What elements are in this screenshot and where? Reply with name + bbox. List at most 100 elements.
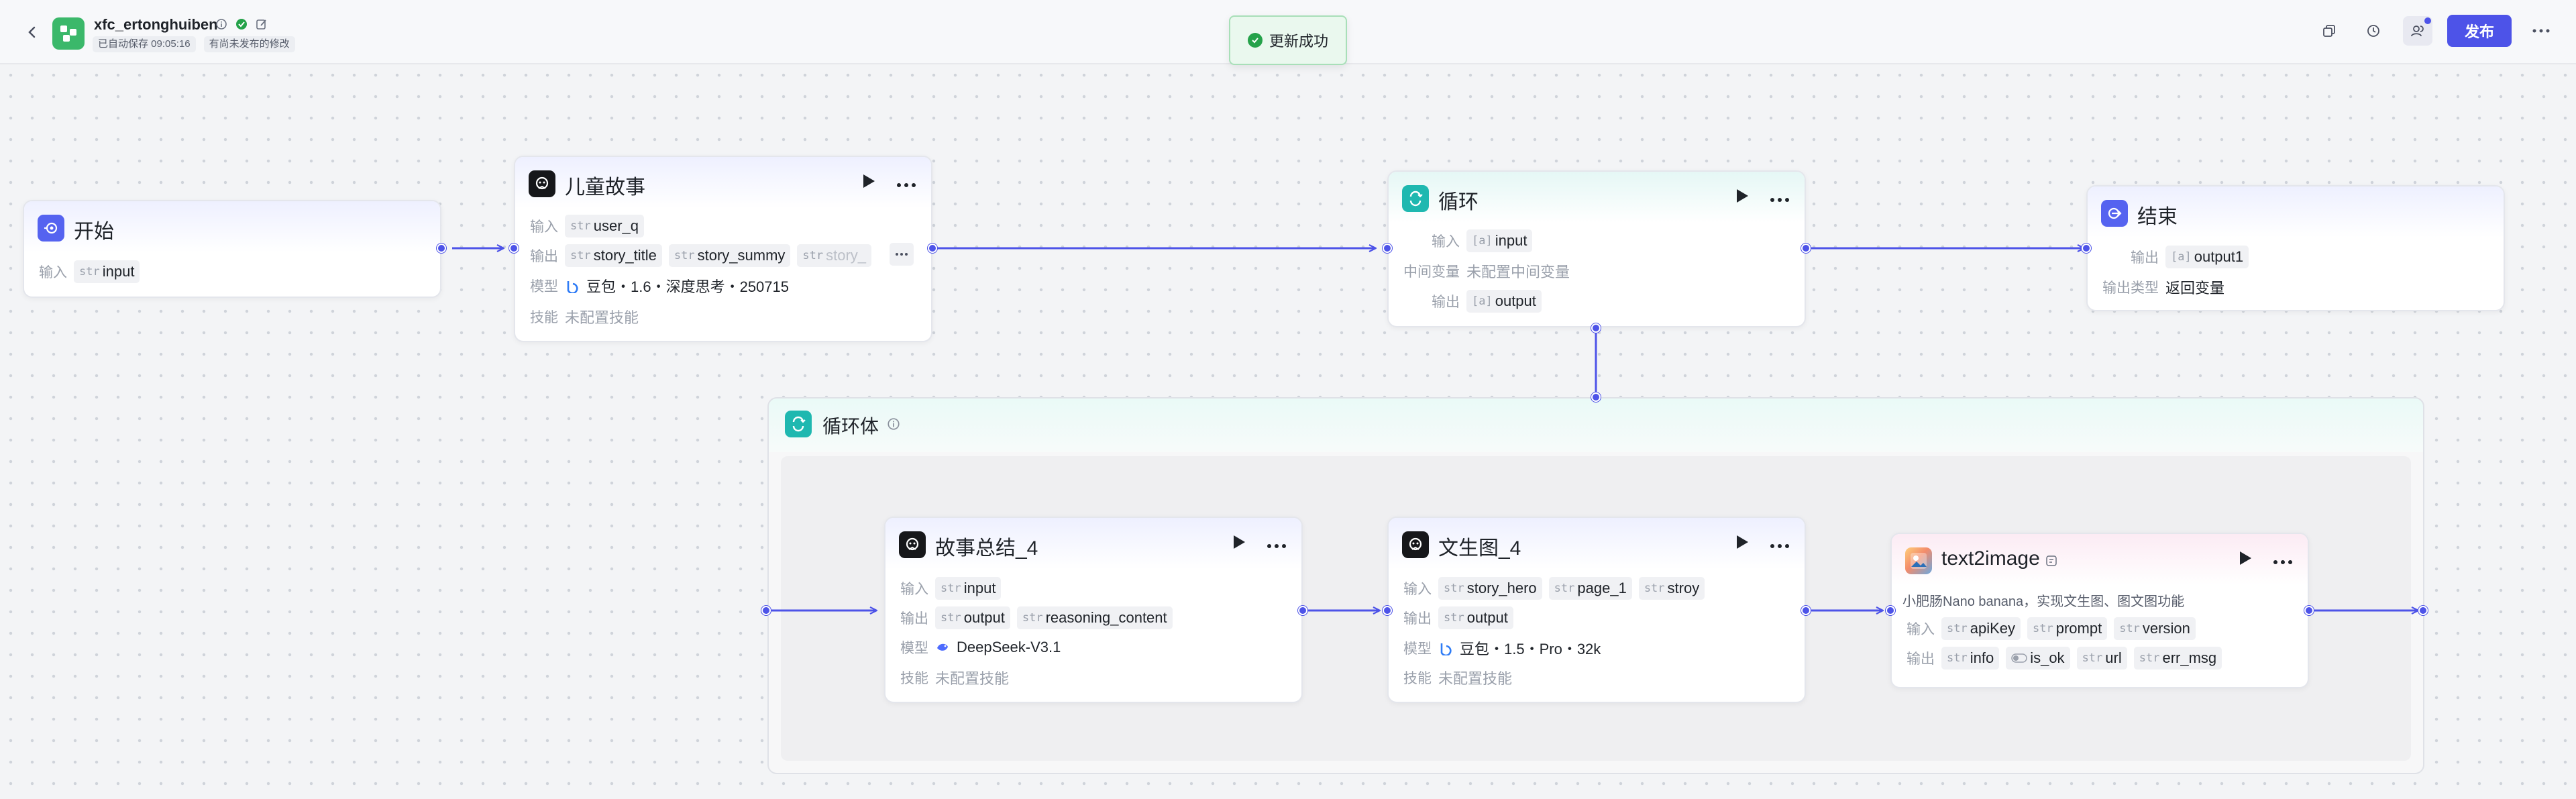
output-type-label: 输出类型 [2102,280,2159,296]
plugin-description: 小肥肠Nano banana，实现文生图、图文图功能 [1902,594,2185,609]
node-title: 文生图_4 [1438,537,1521,560]
model-label: 模型 [530,279,558,295]
array-type-icon: [a] [1472,295,1493,308]
input-handle[interactable] [1383,606,1392,615]
publish-button[interactable]: 发布 [2447,15,2512,47]
node-title: 循环 [1438,191,1479,213]
play-icon[interactable] [1735,534,1750,551]
loop-body-handle[interactable] [1591,392,1601,402]
more-icon[interactable] [1267,540,1287,548]
start-icon [38,215,64,242]
output-label: 输出 [1907,651,1935,667]
play-icon[interactable] [1735,188,1750,205]
output-handle[interactable] [2304,606,2314,615]
input-label: 输入 [1907,622,1935,637]
llm-icon [529,170,555,197]
back-arrow-icon[interactable] [20,20,44,44]
array-type-icon: [a] [2171,250,2192,264]
output-handle[interactable] [1298,606,1307,615]
node-header [1389,518,1805,569]
more-icon[interactable] [1770,540,1790,548]
loop-body-input-handle[interactable] [761,606,771,615]
output-label: 输出 [1432,295,1460,310]
model-name: 豆包・1.5・Pro・32k [1460,641,1601,657]
node-header [2088,187,2504,237]
input-label: 输入 [1432,234,1460,250]
skill-value: 未配置技能 [565,309,639,326]
node-header [515,157,931,208]
more-menu-icon[interactable] [2526,16,2556,46]
llm-icon [1402,531,1429,558]
node-header [1389,172,1805,223]
output-label: 输出 [900,611,928,627]
edit-icon[interactable] [255,17,268,31]
model-label: 模型 [1403,641,1432,657]
more-outputs-icon[interactable] [890,243,914,266]
node-loop[interactable]: 循环 输入 [a]input 中间变量 未配置中间变量 输出 [a]output [1387,170,1806,327]
skill-label: 技能 [1403,671,1432,686]
deepseek-logo-icon [935,640,950,655]
collaborators-icon[interactable] [2402,16,2432,46]
autosave-badge: 已自动保存 09:05:16 [93,36,196,52]
input-handle[interactable] [1383,244,1392,253]
node-title: 结束 [2137,206,2178,228]
plugin-badge-icon [2045,554,2058,571]
top-bar: xfc_ertonghuiben 已自动保存 09:05:16 有尚未发布的修改… [0,0,2576,65]
output-handle[interactable] [1801,606,1811,615]
app-logo-icon [52,17,85,50]
node-end[interactable]: 结束 输出 [a]output1 输出类型 返回变量 [2086,185,2505,311]
more-icon[interactable] [1770,194,1790,202]
play-icon[interactable] [1232,534,1246,551]
unpublished-badge: 有尚未发布的修改 [203,36,295,52]
node-header [1892,534,2308,585]
node-text2image[interactable]: text2image 小肥肠Nano banana，实现文生图、图文图功能 输入… [1890,533,2309,688]
output-label: 输出 [530,249,558,264]
copy-icon[interactable] [2314,16,2344,46]
node-title: text2image [1941,547,2040,570]
plugin-avatar-icon [1905,547,1932,574]
var-label: 中间变量 [1403,264,1460,280]
llm-icon [899,531,926,558]
node-header [24,201,440,252]
input-label: 输入 [530,219,558,235]
play-icon[interactable] [2238,550,2253,568]
model-name: 豆包・1.6・深度思考・250715 [586,278,789,295]
loop-body-output-handle[interactable] [2418,606,2428,615]
output-handle[interactable] [1801,244,1811,253]
input-handle[interactable] [509,244,519,253]
input-label: 输入 [900,582,928,597]
info-icon[interactable] [215,17,228,31]
play-icon[interactable] [861,173,876,191]
info-icon[interactable] [887,417,900,434]
output-handle[interactable] [437,244,446,253]
input-handle[interactable] [1886,606,1895,615]
history-icon[interactable] [2359,16,2388,46]
skill-label: 技能 [530,310,558,325]
output-handle[interactable] [928,244,937,253]
more-icon[interactable] [2273,556,2293,564]
more-icon[interactable] [896,179,916,187]
doubao-logo-icon [565,278,580,293]
loop-body-handle[interactable] [1591,323,1601,333]
input-chip: [a]input [1466,229,1533,252]
loop-icon [1402,185,1429,212]
input-handle[interactable] [2082,244,2091,253]
skill-label: 技能 [900,671,928,686]
output-label: 输出 [2131,250,2159,266]
